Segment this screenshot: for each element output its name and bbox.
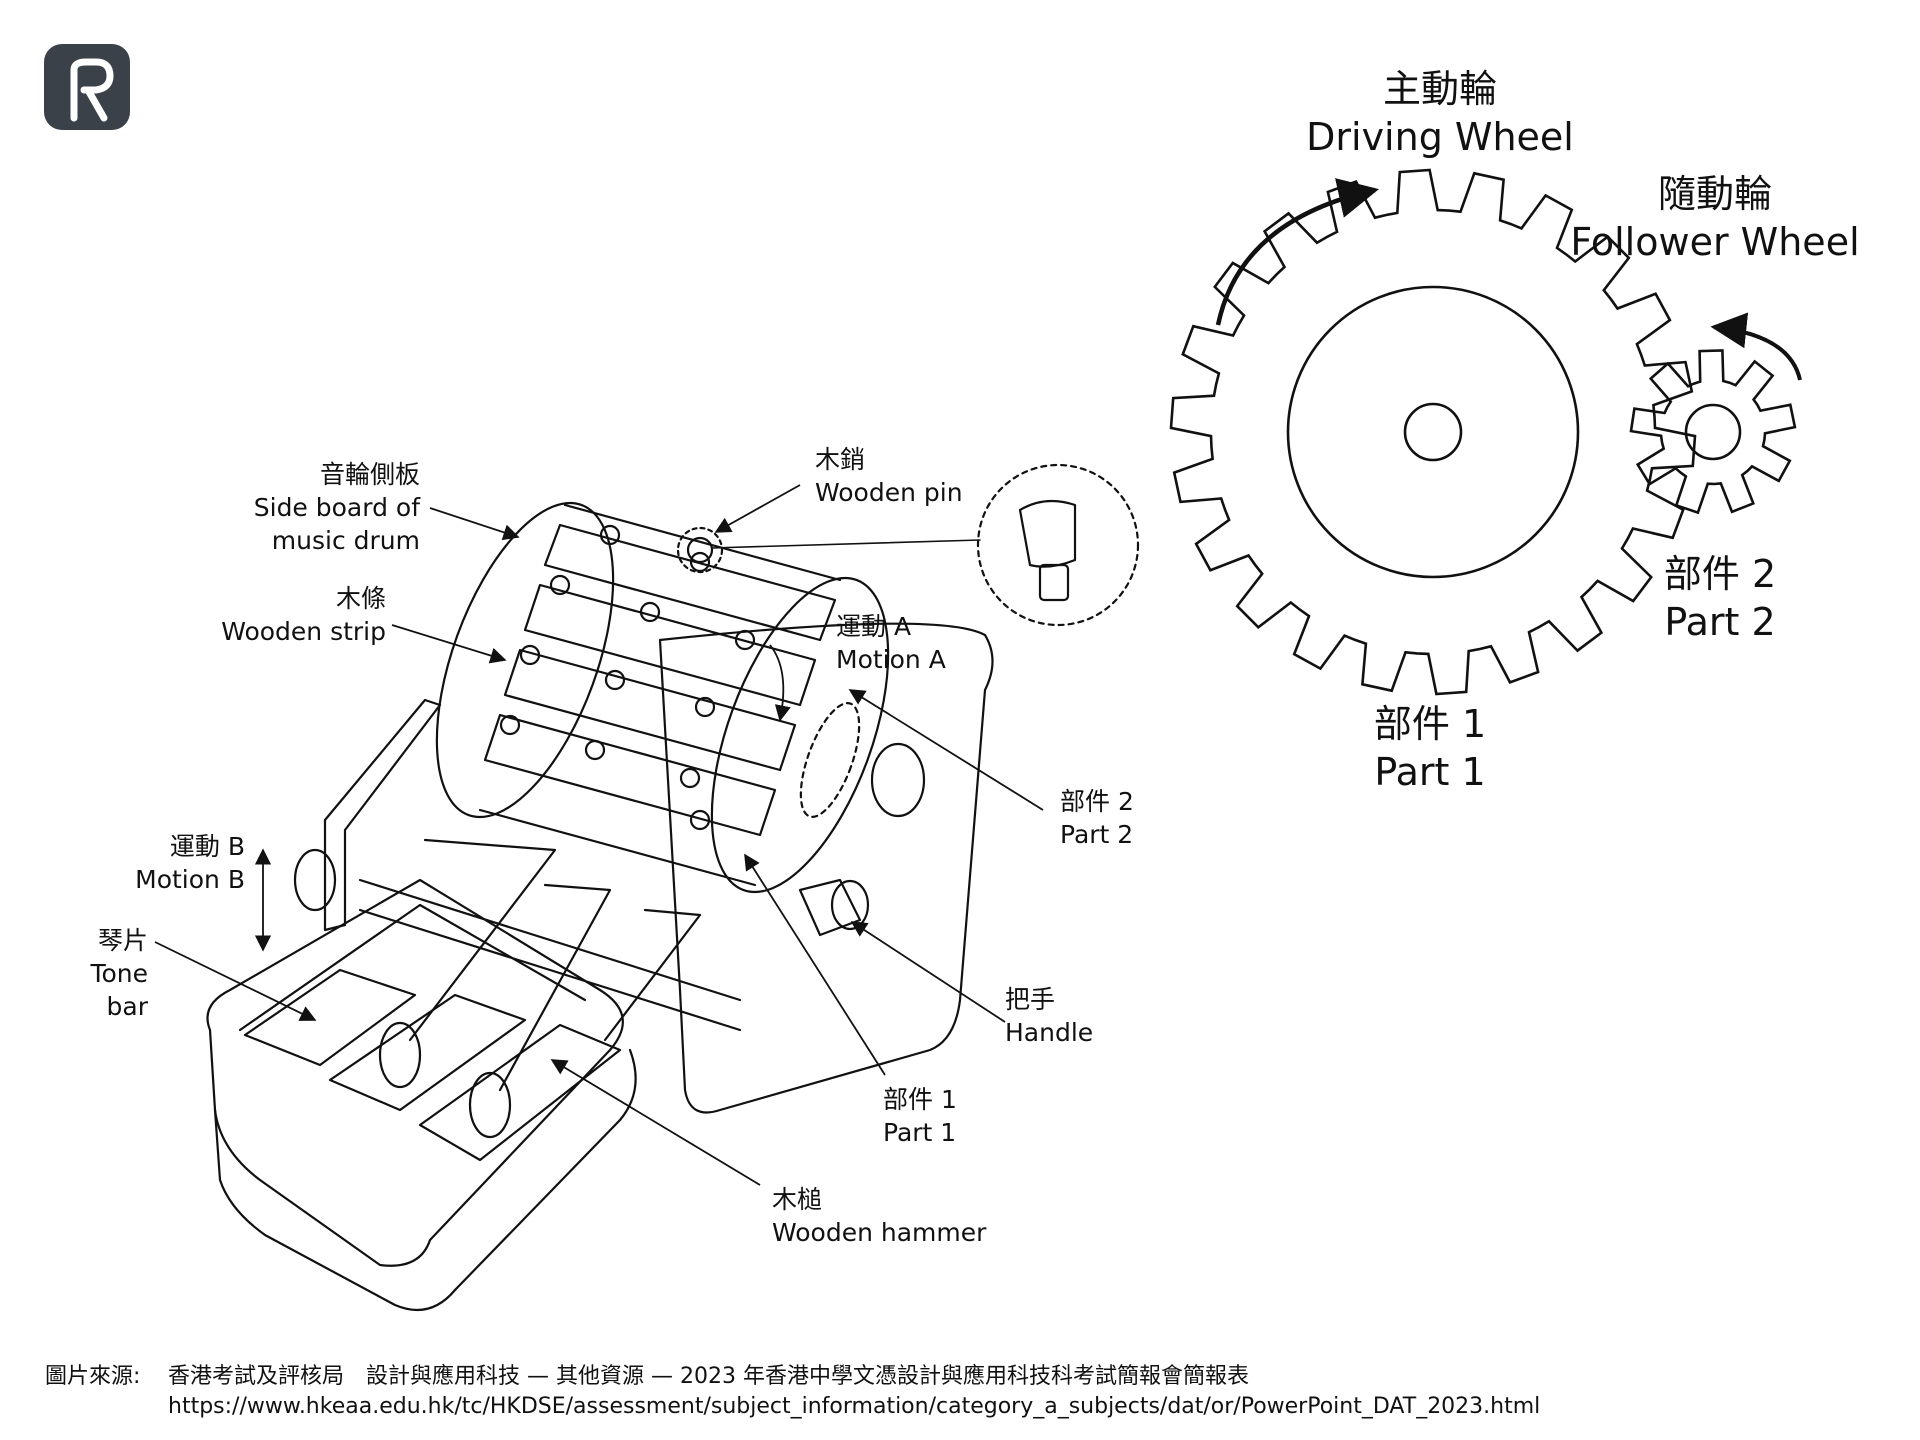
label-motion-a: 運動 A Motion A: [836, 610, 946, 676]
label-wooden-strip-en: Wooden strip: [221, 617, 386, 646]
label-tone-bar-en-2: bar: [106, 992, 148, 1021]
label-part2-zh: 部件 2: [1060, 787, 1134, 816]
follower-gear: [1629, 349, 1797, 515]
wooden-strip-3: [503, 648, 797, 772]
pin-zoom-detail: [1018, 499, 1077, 568]
label-side-board: 音輪側板 Side board of music drum: [250, 458, 420, 557]
wooden-strip-1: [543, 523, 837, 642]
driving-gear-rim: [1286, 285, 1580, 579]
follower-gear-hub: [1684, 403, 1742, 461]
label-handle-en: Handle: [1005, 1018, 1094, 1047]
driving-gear-hub: [1403, 402, 1463, 462]
label-wooden-hammer: 木槌 Wooden hammer: [772, 1183, 986, 1249]
driving-gear: [1169, 168, 1697, 696]
leader-arrows: [154, 484, 1044, 1186]
label-tone-bar-en-1: Tone: [90, 959, 148, 988]
label-tone-bar: 琴片 Tone bar: [60, 924, 148, 1023]
label-motion-b-zh: 運動 B: [169, 832, 245, 861]
label-gear-part1: 部件 1 Part 1: [1330, 700, 1530, 796]
label-side-board-en-1: Side board of: [253, 493, 420, 522]
drum-side-left: [435, 501, 615, 819]
label-part2: 部件 2 Part 2: [1060, 785, 1134, 851]
label-motion-a-en: Motion A: [836, 645, 946, 674]
wooden-strip-2: [523, 583, 817, 707]
label-wooden-pin-zh: 木銷: [815, 445, 866, 474]
tone-bar-3: [418, 1023, 622, 1162]
label-follower-wheel: 隨動輪 Follower Wheel: [1545, 170, 1885, 266]
label-gear-part2-en: Part 2: [1664, 600, 1776, 644]
gear-diagram: [1169, 168, 1802, 696]
label-driving-wheel: 主動輪 Driving Wheel: [1280, 65, 1600, 161]
source-url[interactable]: https://www.hkeaa.edu.hk/tc/HKDSE/assess…: [168, 1394, 1541, 1419]
label-handle-zh: 把手: [1005, 985, 1056, 1014]
label-gear-part1-en: Part 1: [1374, 750, 1486, 794]
label-wooden-strip: 木條 Wooden strip: [200, 582, 386, 648]
label-handle: 把手 Handle: [1005, 983, 1093, 1049]
drum-body-top: [563, 503, 842, 582]
label-gear-part2: 部件 2 Part 2: [1620, 550, 1820, 646]
label-part1: 部件 1 Part 1: [883, 1083, 957, 1149]
logo: [44, 44, 130, 130]
base-outline: [206, 878, 624, 1267]
label-driving-wheel-en: Driving Wheel: [1306, 115, 1574, 159]
label-follower-wheel-en: Follower Wheel: [1570, 220, 1860, 264]
follower-rotation-arrow: [1710, 312, 1802, 381]
source-prefix: 圖片來源:: [45, 1364, 141, 1389]
label-tone-bar-zh: 琴片: [97, 926, 148, 955]
label-wooden-hammer-zh: 木槌: [772, 1185, 823, 1214]
driving-rotation-arrow: [1215, 178, 1379, 326]
label-wooden-hammer-en: Wooden hammer: [772, 1218, 987, 1247]
label-wooden-strip-zh: 木條: [335, 584, 386, 613]
label-wooden-pin: 木銷 Wooden pin: [815, 443, 963, 509]
label-part2-en: Part 2: [1060, 820, 1134, 849]
label-motion-b: 運動 B Motion B: [100, 830, 245, 896]
wooden-strip-4: [483, 713, 777, 837]
label-side-board-zh: 音輪側板: [319, 460, 420, 489]
tone-bar-2: [328, 993, 527, 1112]
wooden-hammer-3: [603, 908, 702, 1042]
axle: [358, 878, 742, 1002]
wooden-hammer-1: [408, 838, 557, 1042]
tone-bar-1: [243, 968, 417, 1067]
base-bottom: [213, 1048, 637, 1312]
source-line1: 香港考試及評核局 設計與應用科技 — 其他資源 — 2023 年香港中學文憑設計…: [168, 1364, 1249, 1389]
logo-mark-icon: [70, 58, 114, 122]
label-side-board-en-2: music drum: [271, 526, 420, 555]
wooden-pin: [686, 536, 714, 564]
label-gear-part2-zh: 部件 2: [1663, 552, 1777, 596]
label-motion-a-zh: 運動 A: [836, 612, 912, 641]
wooden-hammer-2: [498, 883, 612, 1092]
drum-side-right: [710, 576, 890, 894]
label-part1-zh: 部件 1: [883, 1085, 957, 1114]
label-part1-en: Part 1: [883, 1118, 957, 1147]
label-wooden-pin-en: Wooden pin: [815, 478, 963, 507]
right-side-board: [658, 622, 994, 1114]
label-motion-b-en: Motion B: [135, 865, 245, 894]
label-driving-wheel-zh: 主動輪: [1382, 67, 1497, 111]
handle: [798, 878, 862, 937]
drum-pins: [499, 524, 756, 831]
music-box-illustration: [206, 463, 1140, 1312]
label-gear-part1-zh: 部件 1: [1373, 702, 1487, 746]
drum-body-bottom: [478, 808, 757, 887]
label-follower-wheel-zh: 隨動輪: [1657, 172, 1772, 216]
left-side-board: [323, 698, 442, 932]
pin-zoom-circle: [976, 463, 1140, 627]
